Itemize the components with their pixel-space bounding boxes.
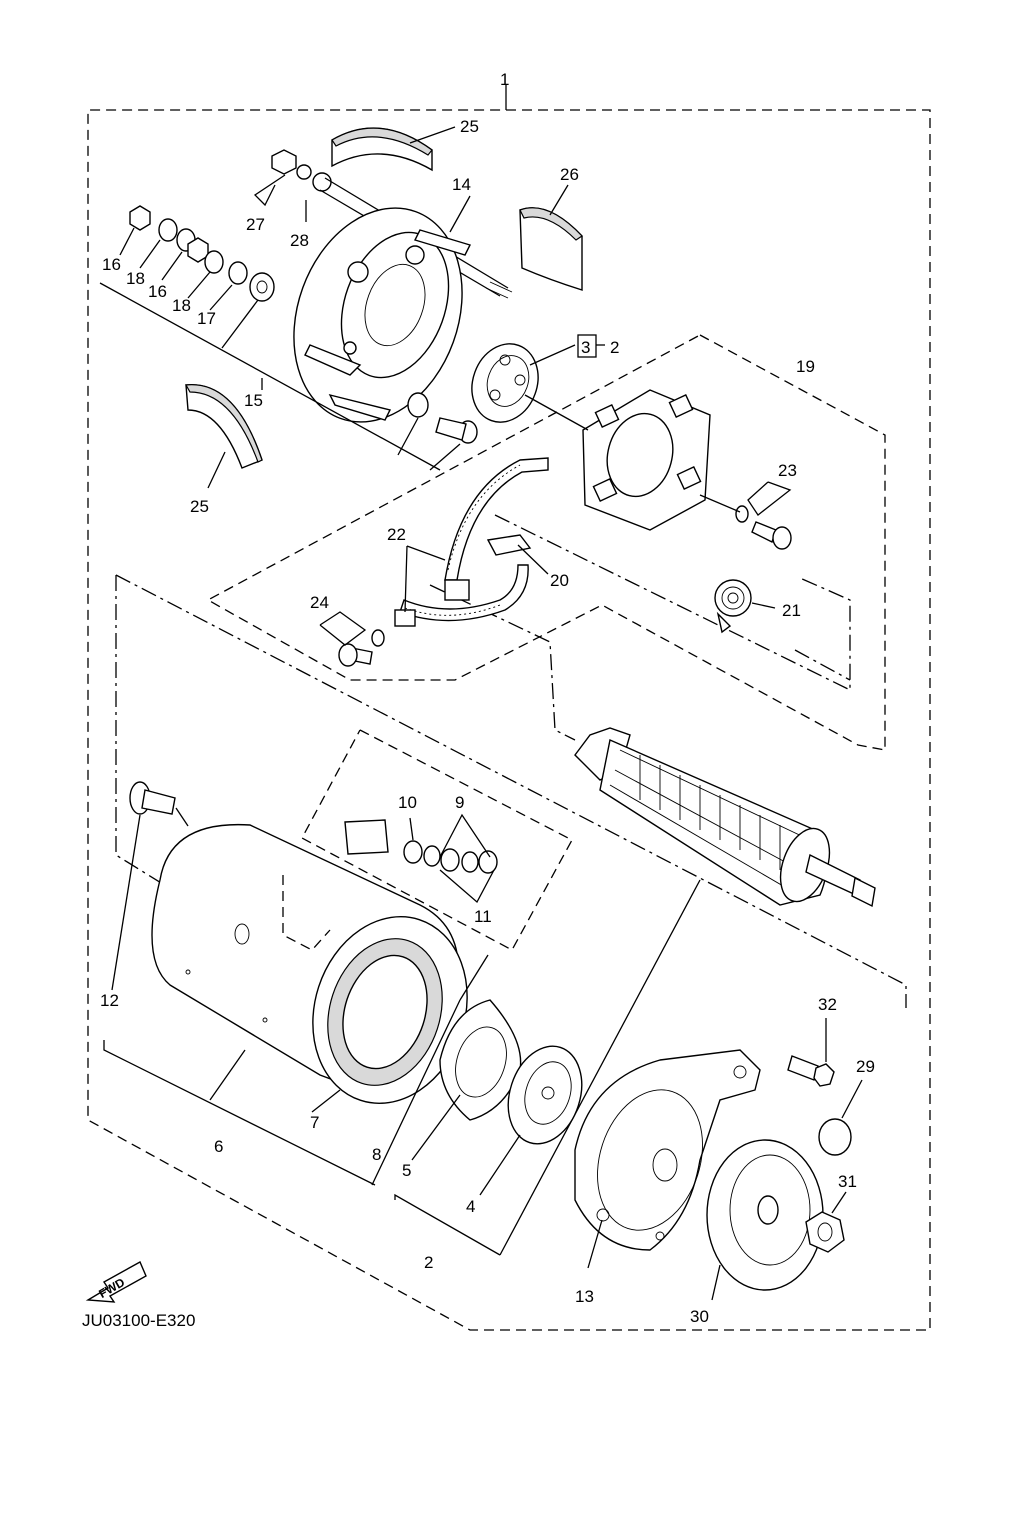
bearing-top (471, 343, 539, 423)
cover-bolt (435, 417, 478, 444)
label-13: 13 (575, 1287, 594, 1306)
label-30: 30 (690, 1307, 709, 1326)
label-12: 12 (100, 991, 119, 1010)
label-23: 23 (778, 461, 797, 480)
part-3-box (577, 334, 597, 358)
terminal-kit (344, 819, 498, 874)
label-27: 27 (246, 215, 265, 234)
brush-holder-plate (582, 389, 711, 531)
label-31: 31 (838, 1172, 857, 1191)
cover-mounting-bolt (787, 1055, 835, 1087)
label-6: 6 (214, 1137, 223, 1156)
bearing-front (507, 1045, 583, 1145)
label-17: 17 (197, 309, 216, 328)
label-10: 10 (398, 793, 417, 812)
label-25-bottom: 25 (190, 497, 209, 516)
brush (486, 534, 532, 556)
yoke (151, 823, 468, 1104)
terminal-kit-boundary (301, 729, 573, 951)
yoke-screw (129, 781, 176, 815)
brush-holder-boundary (206, 334, 886, 751)
label-2-top: 2 (610, 338, 619, 357)
label-26: 26 (560, 165, 579, 184)
label-7: 7 (310, 1113, 319, 1132)
label-11: 11 (474, 907, 492, 926)
label-28: 28 (290, 231, 309, 250)
assembly-boundary (87, 109, 931, 1331)
label-18-b: 18 (172, 296, 191, 315)
diagram-code: JU03100-E320 (82, 1311, 195, 1330)
label-29: 29 (856, 1057, 875, 1076)
label-4: 4 (466, 1197, 475, 1216)
label-14: 14 (452, 175, 471, 194)
label-16-b: 16 (148, 282, 167, 301)
label-15: 15 (244, 391, 263, 410)
label-22: 22 (387, 525, 406, 544)
label-2-bottom: 2 (424, 1253, 433, 1272)
brush-cover-top (331, 127, 433, 172)
pulley (706, 1139, 824, 1291)
fwd-arrow-icon: FWD (85, 1261, 147, 1303)
collar (818, 1118, 852, 1156)
rear-end-cover (293, 207, 471, 423)
label-24: 24 (310, 593, 329, 612)
label-5: 5 (402, 1161, 411, 1180)
label-25-top: 25 (460, 117, 479, 136)
label-18-a: 18 (126, 269, 145, 288)
brush-cover-bottom (185, 384, 263, 469)
label-1: 1 (500, 70, 509, 89)
lead-screw (338, 629, 385, 667)
brush-spring (714, 579, 752, 634)
brush-holder-cover (519, 207, 583, 291)
brush-holder-screw (735, 505, 792, 550)
label-8: 8 (372, 1145, 381, 1164)
label-16-a: 16 (102, 255, 121, 274)
brush-lead (394, 457, 549, 627)
label-3: 3 (581, 338, 590, 357)
front-cover (574, 1049, 761, 1251)
pulley-nut (805, 1211, 845, 1253)
label-19: 19 (796, 357, 815, 376)
label-20: 20 (550, 571, 569, 590)
label-9: 9 (455, 793, 464, 812)
armature (574, 727, 876, 908)
nut-washer-stack (129, 205, 275, 302)
label-21: 21 (782, 601, 801, 620)
label-32: 32 (818, 995, 837, 1014)
